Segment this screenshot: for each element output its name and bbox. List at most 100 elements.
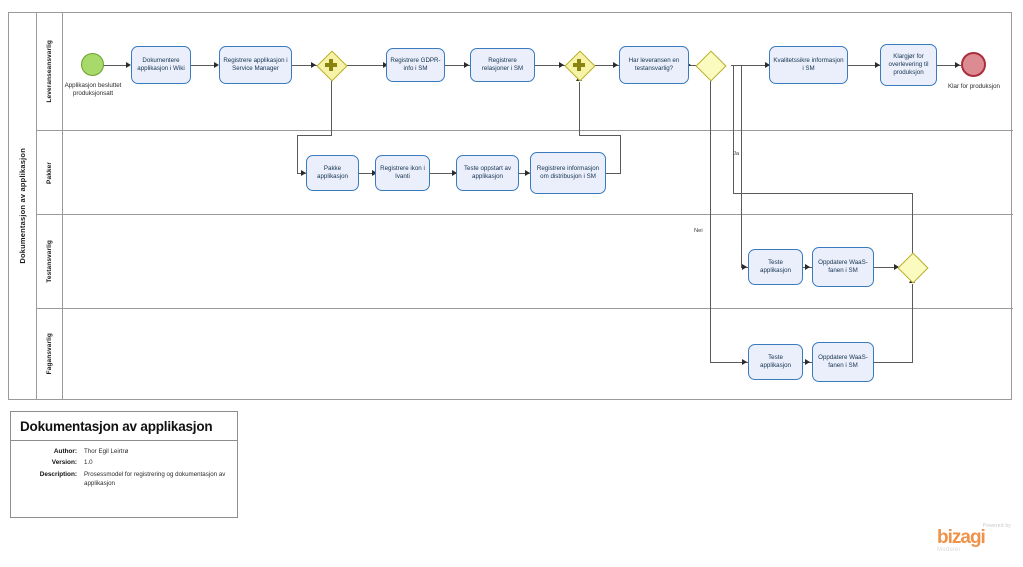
card-row-version: Version: 1.0 (11, 459, 229, 468)
arrowhead (214, 62, 219, 68)
exclusive-merge-gateway[interactable] (897, 252, 929, 284)
card-key-author: Author: (53, 448, 77, 455)
flow-g1-left (297, 135, 332, 136)
task-registrere-informasjon-om-distribusjon-i-sm[interactable]: Registrere informasjon om distribusjon i… (530, 152, 606, 194)
task-label: Teste applikasjon (760, 353, 791, 369)
task-label: Pakke applikasjon (317, 164, 348, 180)
flow-f2-right (874, 362, 912, 363)
task-har-leveransen-en-testansvarlig[interactable]: Har leveransen en testansvarlig? (619, 46, 689, 84)
flow-g3-nei-down (710, 79, 711, 362)
flow-s2-to-g4 (874, 267, 898, 268)
task-registrere-gdpr-info-i-sm[interactable]: Registrere GDPR-info i SM (386, 48, 445, 82)
task-teste-applikasjon-testansvarlig[interactable]: Teste applikasjon (748, 249, 803, 285)
parallel-split-gateway[interactable] (316, 50, 348, 82)
flow-g3-ja-down (741, 65, 742, 267)
task-label: Kvalitetssikre informasjon i SM (773, 56, 844, 72)
flow-f2-up (912, 284, 913, 363)
end-event-label: Klar for produksjon (948, 83, 1000, 90)
arrowhead (311, 62, 316, 68)
task-teste-oppstart-av-applikasjon[interactable]: Teste oppstart av applikasjon (456, 155, 519, 191)
arrowhead (742, 264, 747, 270)
card-row-author: Author: Thor Egil Leirtrø (11, 448, 229, 457)
arrowhead (525, 170, 530, 176)
flow-g4-left (733, 193, 913, 194)
task-label: Registrere informasjon om distribusjon i… (536, 164, 600, 180)
arrowhead (805, 264, 810, 270)
task-label: Dokumentere applikasjon i Wiki (137, 56, 185, 72)
logo-powered-by: Powered by (982, 522, 1011, 529)
flow-t2-to-g1 (292, 65, 317, 66)
lane-label-fagansvarlig: Fagansvarlig (46, 333, 53, 375)
task-label: Registrere applikasjon i Service Manager (223, 56, 288, 72)
flow-p4-right (606, 173, 621, 174)
exclusive-decision-gateway[interactable] (695, 50, 727, 82)
task-klargjor-for-overlevering-til-produksjon[interactable]: Klargjør for overlevering til produksjon (880, 44, 937, 86)
flow-g2-to-t5 (594, 65, 619, 66)
flow-g4-up (912, 193, 913, 253)
pool-label: Dokumentasjon av applikasjon (18, 148, 27, 264)
task-oppdatere-waas-fanen-i-sm-testansvarlig[interactable]: Oppdatere WaaS-fanen i SM (812, 247, 874, 287)
task-teste-applikasjon-fagansvarlig[interactable]: Teste applikasjon (748, 344, 803, 380)
flow-to-t6 (733, 65, 769, 66)
arrowhead (613, 62, 618, 68)
end-event[interactable] (961, 52, 986, 77)
flow-t7-to-end (937, 65, 961, 66)
lane-pakker: Pakker (37, 131, 1013, 215)
task-pakke-applikasjon[interactable]: Pakke applikasjon (306, 155, 359, 191)
task-label: Registrere ikon i Ivanti (380, 164, 425, 180)
task-registrere-relasjoner-i-sm[interactable]: Registrere relasjoner i SM (470, 48, 535, 82)
lane-header-leveranseansvarlig: Leveranseansvarlig (37, 13, 63, 130)
process-info-card: Dokumentasjon av applikasjon Author: Tho… (10, 411, 238, 518)
pool-header: Dokumentasjon av applikasjon (9, 13, 37, 399)
lane-header-pakker: Pakker (37, 131, 63, 214)
card-key-version: Version: (51, 459, 77, 467)
flow-g1-down (331, 79, 332, 135)
task-label: Registrere GDPR-info i SM (390, 56, 441, 72)
plus-icon (573, 59, 585, 71)
task-label: Registrere relasjoner i SM (481, 56, 524, 72)
logo-product: Modeler (937, 547, 961, 553)
lane-label-pakker: Pakker (46, 161, 53, 184)
flow-start-to-t1 (103, 65, 127, 66)
task-oppdatere-waas-fanen-i-sm-fagansvarlig[interactable]: Oppdatere WaaS-fanen i SM (812, 342, 874, 382)
gateway-diamond (897, 252, 929, 284)
task-label: Teste oppstart av applikasjon (463, 164, 512, 180)
flow-p1-to-p2 (359, 173, 375, 174)
flow-label-nei: Nei (694, 228, 703, 234)
start-event[interactable] (81, 53, 104, 76)
plus-icon (325, 59, 337, 71)
flow-p4-left (579, 135, 621, 136)
arrowhead (559, 62, 564, 68)
card-value-description: Prosessmodel for registrering og dokumen… (84, 470, 226, 487)
task-registrere-ikon-i-ivanti[interactable]: Registrere ikon i Ivanti (375, 155, 430, 191)
task-label: Oppdatere WaaS-fanen i SM (818, 258, 868, 274)
logo-brand: bizagi (937, 526, 986, 548)
arrowhead (452, 170, 457, 176)
parallel-join-gateway[interactable] (564, 50, 596, 82)
flow-p3-to-p4 (519, 173, 530, 174)
lane-header-fagansvarlig: Fagansvarlig (37, 309, 63, 399)
arrowhead (765, 62, 770, 68)
flow-p4-up (620, 135, 621, 174)
card-value-version: 1.0 (84, 459, 93, 467)
flow-to-g2-up (579, 82, 580, 136)
gateway-diamond (695, 50, 727, 82)
task-dokumentere-applikasjon-i-wiki[interactable]: Dokumentere applikasjon i Wiki (131, 46, 191, 84)
arrowhead (464, 62, 469, 68)
arrowhead (383, 62, 388, 68)
flow-t3-to-t4 (445, 65, 470, 66)
lane-header-testansvarlig: Testansvarlig (37, 215, 63, 308)
arrowhead (805, 359, 810, 365)
arrowhead (875, 62, 880, 68)
card-body: Author: Thor Egil Leirtrø Version: 1.0 D… (11, 441, 237, 489)
lane-fagansvarlig: Fagansvarlig (37, 309, 1013, 399)
flow-g1-to-t3 (346, 65, 386, 66)
task-kvalitetssikre-informasjon-i-sm[interactable]: Kvalitetssikre informasjon i SM (769, 46, 848, 84)
arrowhead (372, 170, 377, 176)
arrowhead (742, 359, 747, 365)
lane-label-leveranseansvarlig: Leveranseansvarlig (46, 40, 53, 103)
task-registrere-applikasjon-i-service-manager[interactable]: Registrere applikasjon i Service Manager (219, 46, 292, 84)
arrowhead (894, 264, 899, 270)
card-value-author: Thor Egil Leirtrø (84, 448, 129, 455)
arrowhead (126, 62, 131, 68)
